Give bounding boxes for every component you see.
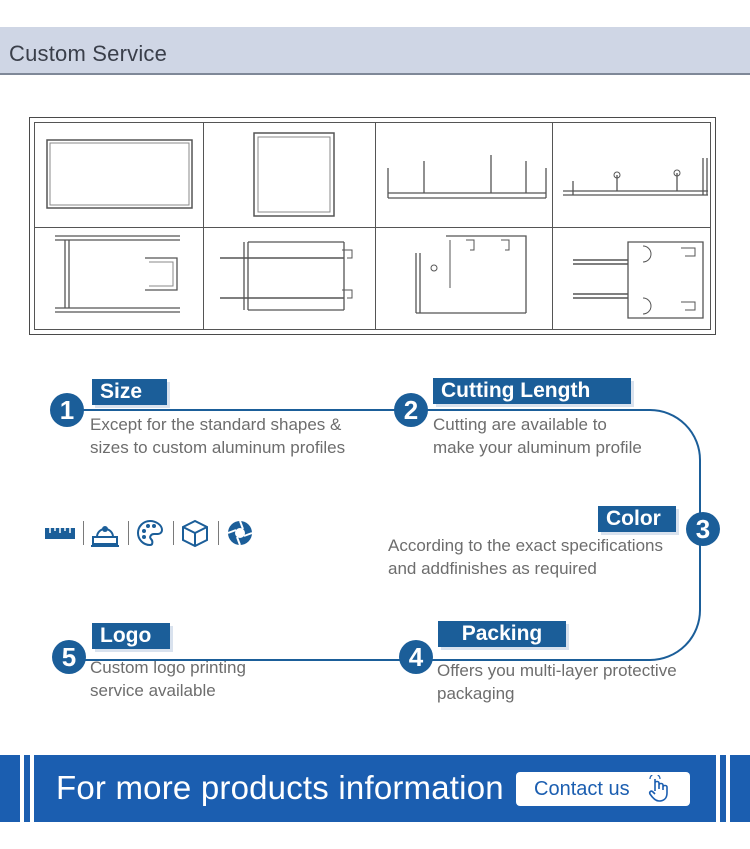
contact-us-label: Contact us — [534, 778, 630, 800]
gear-logo-icon — [224, 517, 256, 549]
profile-hollow-box — [204, 228, 375, 331]
profile-rail-with-posts — [376, 123, 552, 227]
step-tag-cutting-length: Cutting Length — [433, 378, 631, 404]
step-tag-color: Color — [598, 506, 676, 532]
step-desc-size: Except for the standard shapes &sizes to… — [90, 415, 346, 457]
page-title: Custom Service — [9, 41, 168, 66]
profile-square-frame — [204, 123, 375, 227]
profile-rectangle-frame — [35, 123, 203, 227]
step-number-5: 5 — [52, 640, 86, 674]
step-tag-logo: Logo — [92, 623, 170, 649]
step-number-2: 2 — [394, 393, 428, 427]
step-tag-packing: Packing — [438, 621, 566, 647]
footer-text: For more products information — [56, 769, 504, 806]
package-box-icon — [179, 517, 211, 549]
profile-double-slot — [553, 228, 713, 331]
cutter-machine-icon — [89, 517, 121, 549]
step-tag-size: Size — [92, 379, 167, 405]
header-band: Custom Service — [0, 27, 750, 75]
step-number-4: 4 — [399, 640, 433, 674]
step-number-1: 1 — [50, 393, 84, 427]
contact-us-button[interactable]: Contact us — [516, 772, 690, 806]
pointing-hand-icon — [646, 773, 676, 808]
profile-slotted-rail — [553, 123, 713, 227]
palette-icon — [134, 517, 166, 549]
step-number-3: 3 — [686, 512, 720, 546]
profile-channel-section — [35, 228, 203, 331]
ruler-icon — [44, 517, 76, 549]
profile-slotted-channel — [376, 228, 552, 331]
profile-drawings-grid — [29, 117, 716, 335]
